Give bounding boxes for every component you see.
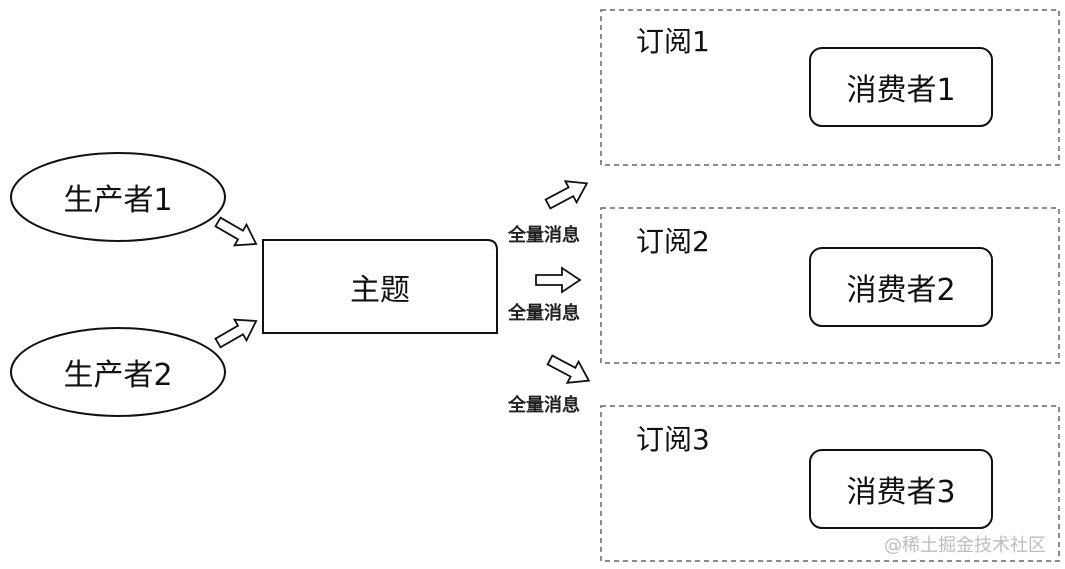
subscription-2-title: 订阅2 [636, 225, 710, 258]
flow-label-2: 全量消息 [508, 303, 580, 324]
producer-1-label: 生产者1 [63, 183, 173, 218]
consumer-2-label: 消费者2 [846, 273, 956, 308]
topic-shape [262, 239, 498, 334]
subscription-3-title: 订阅3 [636, 423, 710, 456]
consumer-3-label: 消费者3 [846, 475, 956, 510]
producer-2-label: 生产者2 [63, 358, 173, 393]
consumer-1-shape [809, 47, 993, 127]
subscription-1-box [600, 9, 1060, 166]
flow-label-3: 全量消息 [508, 395, 580, 416]
flow-arrow-3 [543, 348, 596, 393]
producer-2-shape [10, 327, 226, 417]
subscription-2-box [600, 207, 1060, 364]
watermark-text: @稀土掘金技术社区 [884, 535, 1046, 556]
consumer-1-label: 消费者1 [846, 73, 956, 108]
flow-label-1: 全量消息 [508, 225, 580, 246]
subscription-1-title: 订阅1 [636, 25, 710, 58]
flow-arrow-1 [541, 171, 594, 216]
topic-label: 主题 [350, 272, 410, 308]
producer-1-shape [10, 152, 226, 242]
consumer-2-shape [809, 247, 993, 327]
consumer-3-shape [809, 449, 993, 529]
flow-arrow-2 [535, 267, 581, 293]
subscription-3-box [600, 405, 1060, 562]
